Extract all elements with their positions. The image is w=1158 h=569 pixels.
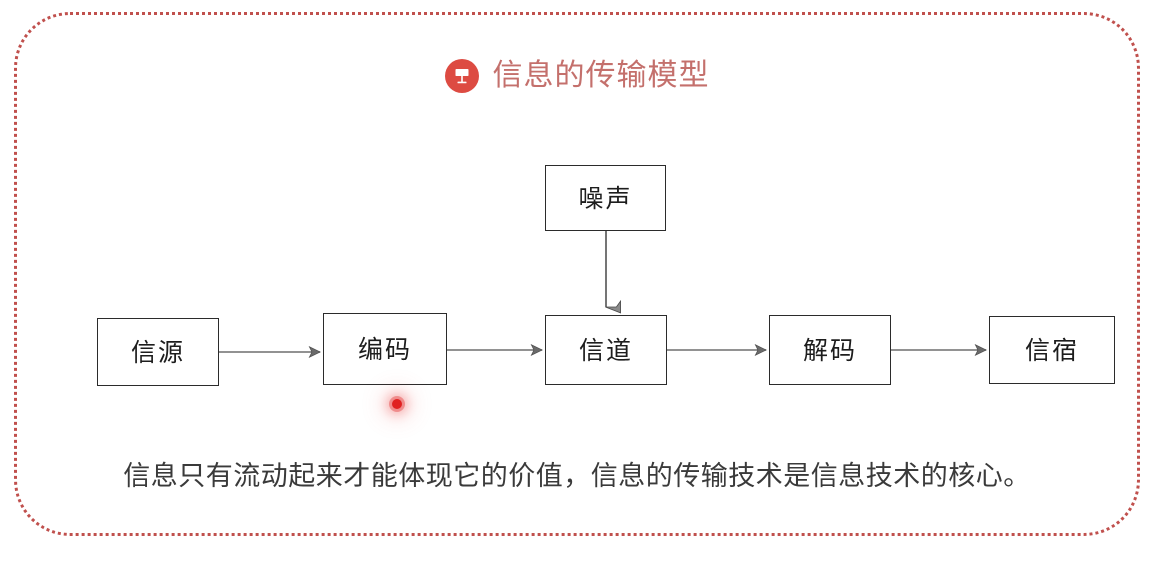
diagram-node-decode[interactable]: 解码 — [769, 315, 891, 385]
lamp-icon — [444, 59, 479, 93]
diagram-node-source[interactable]: 信源 — [97, 318, 219, 386]
diagram-node-source-label: 信源 — [130, 337, 185, 367]
diagram-node-destination-label: 信宿 — [1024, 335, 1079, 365]
diagram-node-encode-label: 编码 — [357, 334, 412, 364]
slide-title: 信息的传输模型 — [17, 59, 1137, 93]
diagram-node-destination[interactable]: 信宿 — [989, 316, 1115, 384]
diagram-node-noise[interactable]: 噪声 — [545, 165, 666, 231]
click-indicator-dot — [392, 399, 402, 409]
slide-caption: 信息只有流动起来才能体现它的价值，信息的传输技术是信息技术的核心。 — [123, 461, 1031, 492]
diagram-node-encode[interactable]: 编码 — [323, 313, 447, 385]
diagram-node-channel[interactable]: 信道 — [545, 315, 667, 385]
slide-title-text: 信息的传输模型 — [492, 58, 710, 93]
diagram-node-decode-label: 解码 — [802, 335, 857, 365]
diagram-node-noise-label: 噪声 — [578, 183, 633, 213]
diagram-node-channel-label: 信道 — [578, 335, 633, 365]
slide-card: 信息的传输模型 信源 — [14, 12, 1140, 536]
